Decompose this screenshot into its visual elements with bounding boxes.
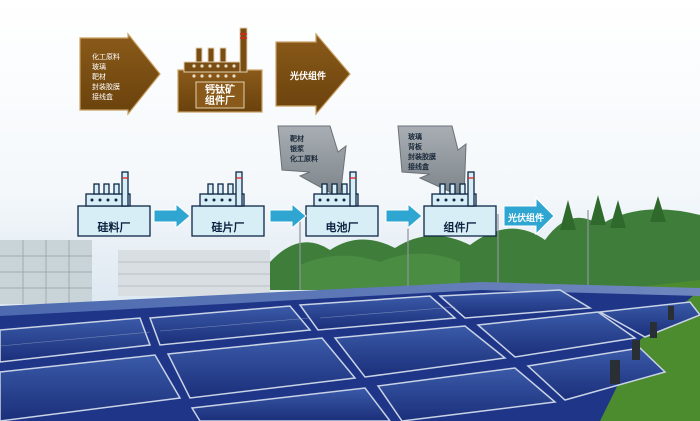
chain-arrow-1 (153, 202, 191, 230)
chain-output-label: 光伏组件 (508, 214, 545, 224)
factory-icon-wafer (191, 171, 265, 237)
factory-label-silicon-material: 硅料厂 (97, 221, 131, 234)
top-materials-list: 化工原料 玻璃 靶材 封装胶膜 接线盒 (92, 52, 120, 102)
factory-icon-silicon-material (77, 171, 151, 237)
top-output-label: 光伏组件 (290, 72, 327, 82)
factory-icon-cell (305, 171, 379, 237)
material-item: 靶材 (92, 73, 106, 81)
factory-label-cell: 电池厂 (325, 221, 359, 234)
treeline (270, 195, 700, 290)
material-item: 封装胶膜 (92, 83, 120, 91)
battery-inputs-list: 靶材 银浆 化工原料 (290, 134, 318, 164)
factory-icon-module (423, 171, 497, 237)
battery-input-item: 银浆 (290, 145, 304, 153)
chain-arrow-2 (269, 202, 307, 230)
chain-arrow-3 (385, 202, 423, 230)
material-item: 化工原料 (92, 53, 120, 61)
background-building (118, 250, 270, 296)
factory-label-wafer: 硅片厂 (211, 221, 245, 234)
factory-label-module: 组件厂 (443, 221, 477, 234)
water-tanks (0, 240, 92, 304)
module-input-item: 背板 (408, 143, 422, 151)
perovskite-factory-label: 钙钛矿 组件厂 (196, 85, 244, 107)
perovskite-factory-line1: 钙钛矿 (205, 85, 235, 96)
perovskite-factory-icon (177, 27, 263, 113)
battery-input-item: 化工原料 (290, 155, 318, 163)
solar-panel-field (0, 282, 700, 421)
module-inputs-list: 玻璃 背板 封装胶膜 接线盒 (408, 132, 436, 172)
module-input-item: 玻璃 (408, 133, 422, 141)
perovskite-factory-line2: 组件厂 (205, 96, 235, 107)
battery-input-item: 靶材 (290, 135, 304, 143)
chain-output-arrow (503, 196, 555, 236)
materials-arrow-top (79, 32, 161, 116)
module-input-item: 接线盒 (408, 163, 429, 171)
module-input-item: 封装胶膜 (408, 153, 436, 161)
material-item: 接线盒 (92, 93, 113, 101)
material-item: 玻璃 (92, 63, 106, 71)
pv-output-arrow-top (275, 32, 351, 116)
